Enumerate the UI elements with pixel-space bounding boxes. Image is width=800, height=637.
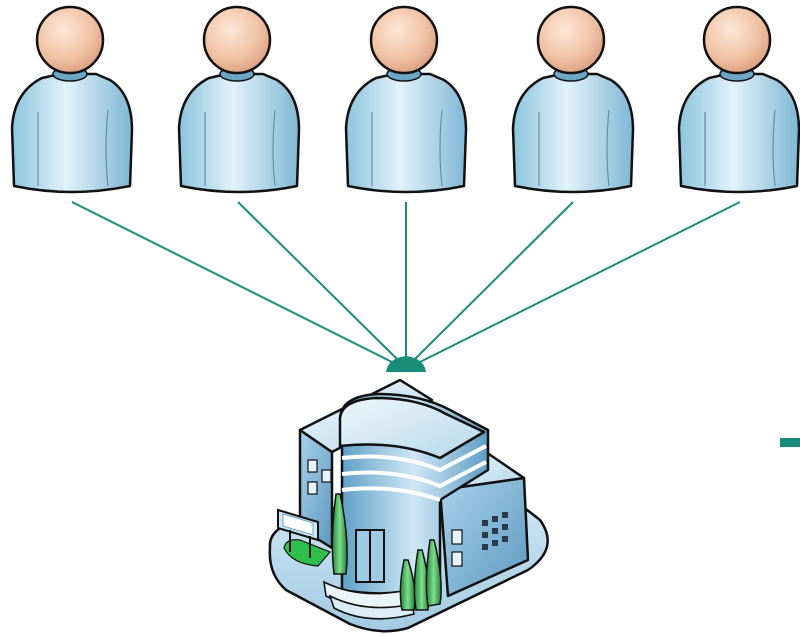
user-icon	[344, 5, 468, 194]
hub-connector	[386, 356, 426, 372]
user-icon	[677, 5, 800, 194]
users-group	[10, 5, 800, 194]
marker-square	[780, 438, 800, 447]
connector-user-5	[419, 201, 741, 363]
connector-user-2	[237, 201, 399, 361]
user-icon	[10, 5, 134, 194]
connector-user-4	[413, 201, 574, 361]
connector-lines	[71, 201, 741, 363]
user-icon	[511, 5, 635, 194]
office-building-icon	[268, 378, 549, 633]
connector-user-1	[71, 201, 393, 363]
user-icon	[177, 5, 301, 194]
